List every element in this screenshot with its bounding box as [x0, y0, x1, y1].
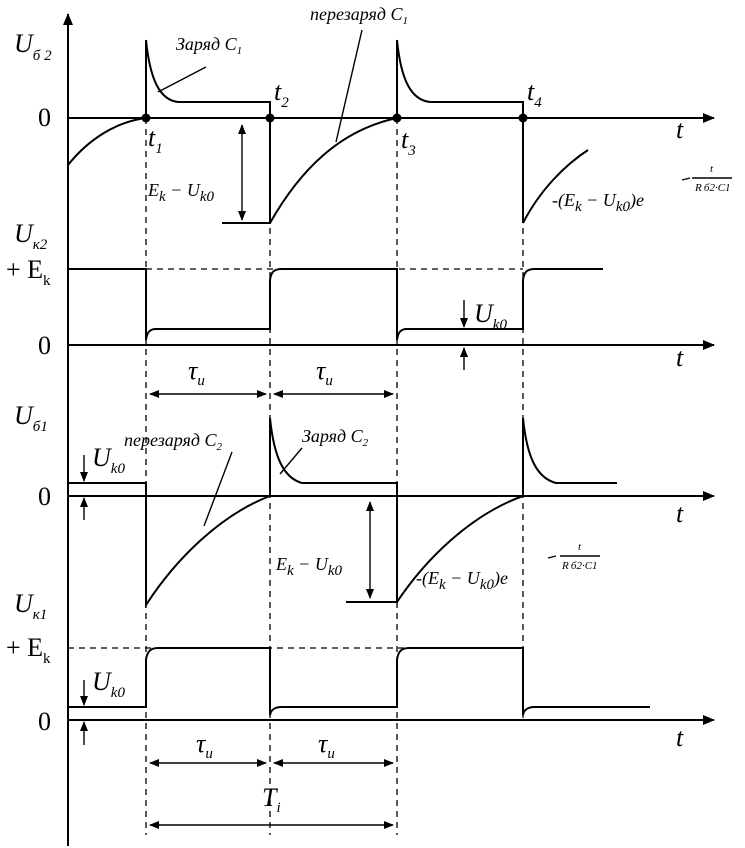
- ub1-exp-num: t: [578, 541, 582, 553]
- ub1-label: Uб1: [14, 401, 48, 435]
- panel-ub2: Uб 2 0 t t1 t2 t3 t4 Заряд C1 перезаряд …: [14, 4, 732, 846]
- ub2-recharge-tail: [522, 149, 589, 224]
- uk2-zero: 0: [38, 331, 51, 360]
- ub2-label: Uб 2: [14, 29, 52, 64]
- recharge-c1-leader: [335, 29, 363, 143]
- ub2-recharge-c1: [269, 117, 398, 224]
- charge-c2-label: Заряд C2: [302, 426, 369, 449]
- charge-c2-leader: [279, 447, 303, 475]
- t3-label: t3: [401, 125, 416, 159]
- ub2-amplitude-label: Ek − Uk0: [147, 180, 214, 205]
- uk2-tau-label-2: τи: [316, 356, 333, 389]
- ub1-amplitude-label: Ek − Uk0: [275, 554, 342, 579]
- period-label: Ti: [262, 783, 281, 816]
- t4-label: t4: [527, 77, 542, 111]
- ub1-exp-den: R б2·C1: [561, 560, 598, 572]
- uk1-tau-label-2: τи: [318, 729, 335, 762]
- recharge-c2-leader: [203, 451, 233, 527]
- uk1-label: Uк1: [14, 589, 47, 623]
- ub2-t-label: t: [676, 115, 684, 144]
- recharge-c2-label: перезаряд C2: [124, 430, 223, 453]
- ub2-charge-c1-2: [396, 39, 524, 223]
- uk1-tau-label-1: τи: [196, 729, 213, 762]
- charge-c1-leader: [157, 66, 207, 93]
- ub2-exp-formula: -(Ek − Uk0)e: [552, 190, 644, 215]
- recharge-c1-label: перезаряд C1: [310, 4, 408, 27]
- ub2-exp-minus: [681, 177, 691, 181]
- point-t4: [518, 113, 528, 123]
- uk1-zero: 0: [38, 707, 51, 736]
- panel-uk1: Uк1 + Ek 0 t Uk0 τи τи Ti: [6, 589, 715, 829]
- uk1-plus-ek: + Ek: [6, 633, 51, 667]
- ub2-exp-den: R б2·C1: [694, 182, 731, 194]
- ub1-recharge-c2-2: [396, 495, 524, 603]
- ub2-exp-num: t: [710, 163, 714, 175]
- ub2-zero: 0: [38, 103, 51, 132]
- point-t3: [392, 113, 402, 123]
- uk1-uk0-label: Uk0: [92, 667, 125, 701]
- time-guides: [145, 118, 524, 835]
- uk2-tau-label-1: τи: [188, 356, 205, 389]
- panel-ub1: Uб1 0 t Uk0 перезаряд C2 Заряд C2 Ek − U…: [14, 401, 715, 609]
- ub1-t-label: t: [676, 499, 684, 528]
- ub2-initial-recharge: [67, 117, 147, 166]
- point-t2: [265, 113, 275, 123]
- uk2-plus-ek: + Ek: [6, 255, 51, 289]
- point-t1: [141, 113, 151, 123]
- uk2-label: Uк2: [14, 219, 48, 253]
- uk2-waveform: [68, 268, 603, 341]
- charge-c1-label: Заряд C1: [176, 34, 242, 57]
- uk1-t-label: t: [676, 723, 684, 752]
- t2-label: t2: [274, 77, 289, 111]
- uk2-uk0-label: Uk0: [474, 299, 507, 333]
- ub1-zero: 0: [38, 482, 51, 511]
- ub1-charge-c2-2: [522, 417, 617, 496]
- ub1-uk0-label: Uk0: [92, 443, 125, 477]
- ub1-exp-minus: [547, 555, 557, 559]
- panel-uk2: Uк2 + Ek 0 t Uk0 τи τи: [6, 219, 715, 398]
- uk2-t-label: t: [676, 343, 684, 372]
- ub1-exp-formula: -(Ek − Uk0)e: [416, 568, 508, 593]
- t1-label: t1: [148, 123, 163, 157]
- ub1-recharge-c2: [68, 482, 271, 609]
- uk1-waveform: [68, 647, 650, 716]
